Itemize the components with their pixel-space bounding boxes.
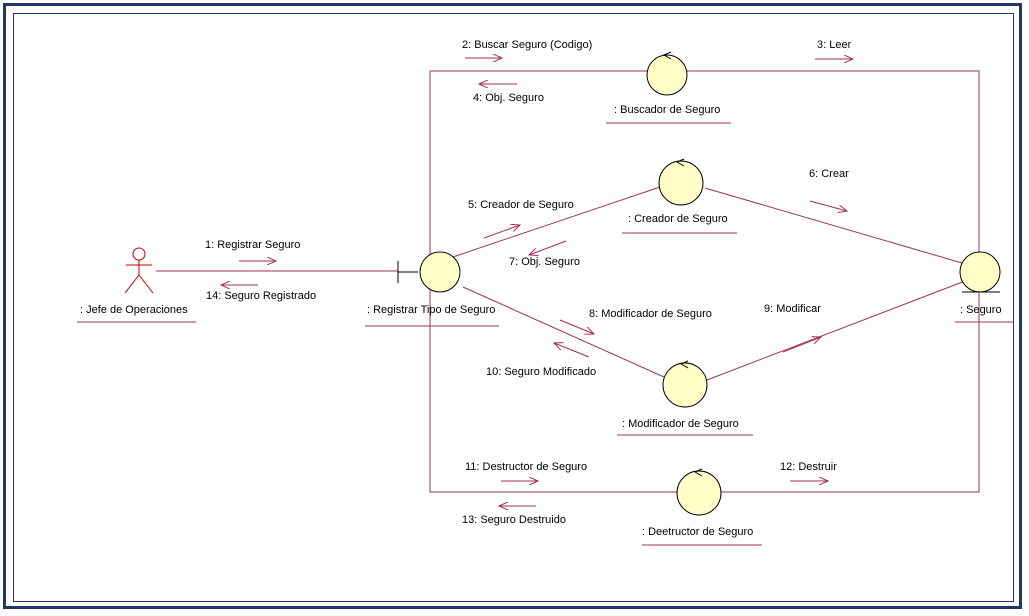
arrow-m5	[483, 225, 520, 239]
control-icon	[676, 468, 722, 516]
link-registrar-modificador	[462, 286, 665, 378]
control-icon	[662, 360, 708, 408]
actor-label: : Jefe de Operaciones	[80, 304, 188, 316]
control-icon	[646, 51, 688, 96]
arrow-m10	[554, 343, 590, 358]
object-seguro[interactable]: : Seguro	[955, 251, 1013, 323]
message-m14: 14: Seguro Registrado	[206, 290, 316, 302]
message-m11: 11: Destructor de Seguro	[465, 461, 587, 473]
modificador-label: : Modificador de Seguro	[622, 418, 739, 430]
link-creador-seguro	[704, 187, 963, 264]
object-registrar-tipo-de-seguro[interactable]: : Registrar Tipo de Seguro	[365, 251, 499, 327]
entity-icon	[959, 251, 1001, 293]
message-m8: 8: Modificador de Seguro	[589, 308, 712, 320]
message-m5: 5: Creador de Seguro	[468, 199, 574, 211]
arrow-m6	[809, 200, 847, 211]
message-m7: 7: Obj. Seguro	[509, 256, 580, 268]
object-buscador-de-seguro[interactable]: : Buscador de Seguro	[606, 51, 731, 124]
arrow-m9	[782, 337, 821, 353]
diagram-frame-inner	[13, 13, 1014, 602]
message-m10: 10: Seguro Modificado	[486, 366, 596, 378]
message-m6: 6: Crear	[809, 168, 849, 180]
arrow-m7	[529, 240, 567, 255]
message-m3: 3: Leer	[817, 39, 852, 51]
message-m1: 1: Registrar Seguro	[205, 239, 300, 251]
stick-figure-actor-icon	[124, 247, 154, 294]
diagram-frame	[3, 3, 1022, 609]
registrar-label: : Registrar Tipo de Seguro	[367, 304, 495, 316]
creador-label: : Creador de Seguro	[628, 213, 728, 225]
message-labels: 1: Registrar Seguro 14: Seguro Registrad…	[205, 39, 852, 526]
seguro-label: : Seguro	[960, 304, 1002, 316]
object-creador-de-seguro[interactable]: : Creador de Seguro	[622, 158, 737, 234]
object-modificador-de-seguro[interactable]: : Modificador de Seguro	[617, 360, 753, 436]
message-arrows	[221, 58, 853, 506]
boundary-icon	[397, 251, 461, 293]
message-m9: 9: Modificar	[764, 303, 821, 315]
links	[156, 70, 980, 493]
buscador-label: : Buscador de Seguro	[614, 104, 720, 116]
control-icon	[658, 158, 704, 206]
object-destructor-de-seguro[interactable]: : Deetructor de Seguro	[642, 468, 762, 546]
message-m12: 12: Destruir	[780, 461, 837, 473]
actor-jefe-de-operaciones[interactable]: : Jefe de Operaciones	[77, 247, 196, 323]
link-registrar-buscador-seguro	[429, 70, 980, 256]
destructor-label: : Deetructor de Seguro	[642, 526, 753, 538]
link-registrar-creador	[437, 186, 661, 263]
arrow-m8	[559, 319, 594, 334]
message-m13: 13: Seguro Destruido	[462, 514, 566, 526]
message-m2: 2: Buscar Seguro (Codigo)	[462, 39, 592, 51]
message-m4: 4: Obj. Seguro	[473, 92, 544, 104]
link-modificador-seguro	[706, 280, 966, 381]
